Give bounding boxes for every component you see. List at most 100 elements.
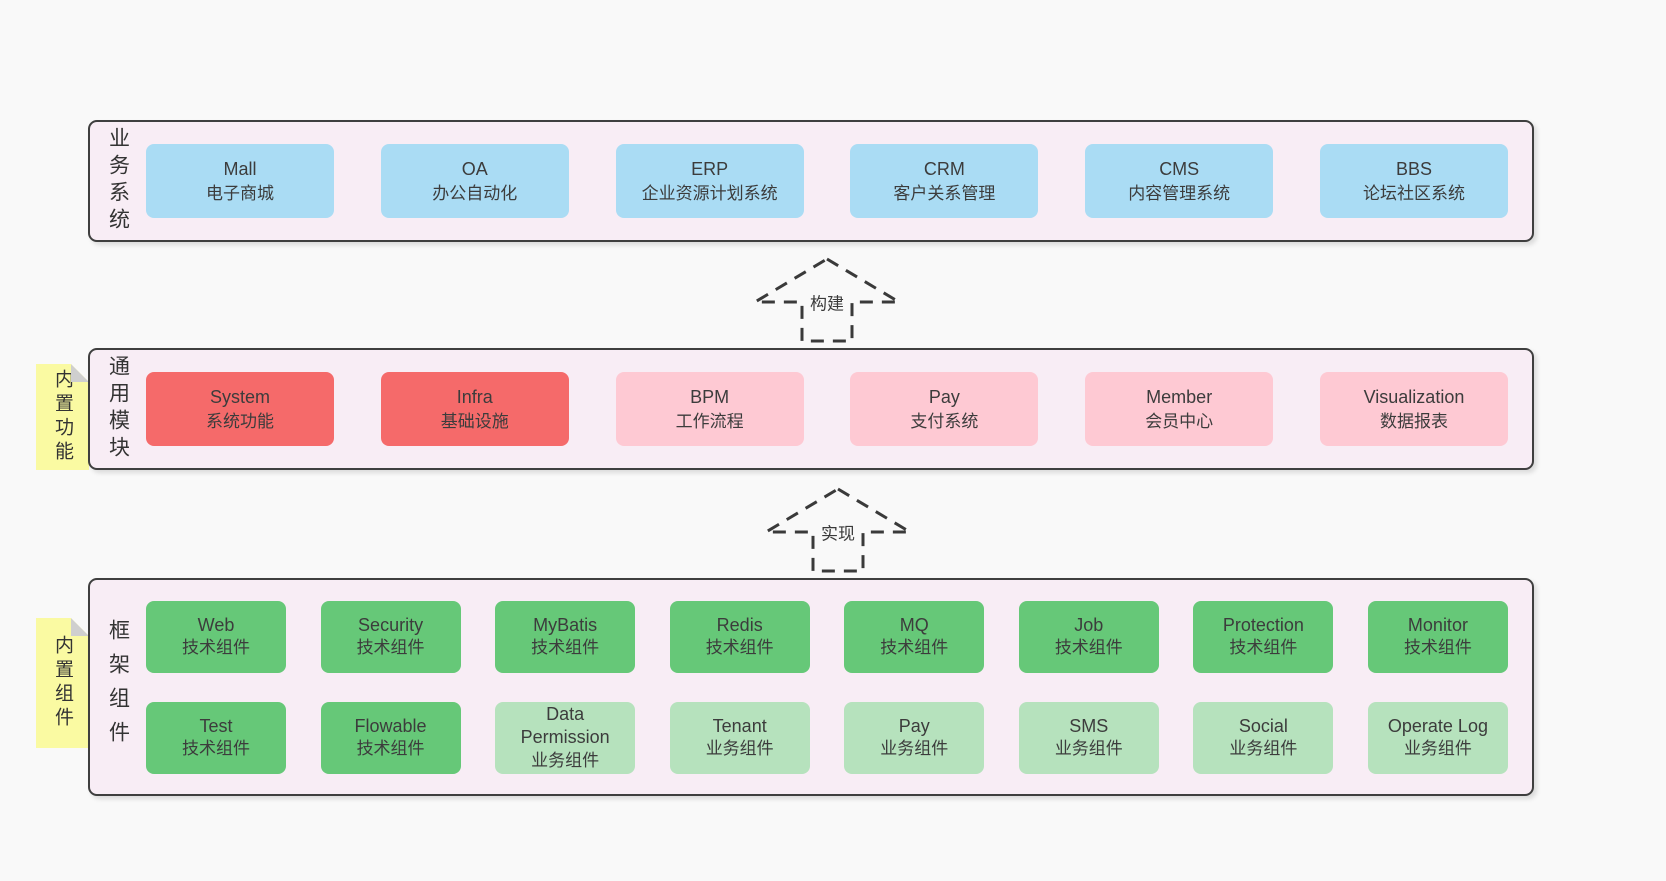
box-title: Social <box>1238 715 1288 736</box>
box-operate-log: Operate Log 业务组件 <box>1367 701 1508 774</box>
box-subtitle: 基础设施 <box>440 411 509 431</box>
box-title: Redis <box>716 614 763 635</box>
box-title: Member <box>1146 386 1213 407</box>
arrow-implement: 实现 <box>763 486 913 574</box>
box-subtitle: 技术组件 <box>531 638 600 658</box>
box-tenant: Tenant 业务组件 <box>669 701 810 774</box>
component-row-1: Web 技术组件 Security 技术组件 MyBatis 技术组件 Redi… <box>146 600 1508 673</box>
box-title: Job <box>1074 614 1104 635</box>
box-mall: Mall 电子商城 <box>146 144 334 218</box>
box-protection: Protection 技术组件 <box>1193 600 1334 673</box>
box-subtitle: 技术组件 <box>705 638 774 658</box>
box-pay-module: Pay 支付系统 <box>850 372 1039 446</box>
business-boxes: Mall 电子商城 OA 办公自动化 ERP 企业资源计划系统 CRM 客户关系… <box>146 122 1532 240</box>
box-title: Pay <box>928 386 960 407</box>
box-title: CRM <box>923 158 965 179</box>
box-subtitle: 业务组件 <box>1054 739 1123 759</box>
box-subtitle: 技术组件 <box>356 739 425 759</box>
box-subtitle: 业务组件 <box>705 739 774 759</box>
panel-title-common-modules: 通用模块 <box>106 355 130 463</box>
arrow-up-icon <box>763 487 913 573</box>
box-subtitle: 业务组件 <box>1403 739 1472 759</box>
box-title: Mall <box>223 158 257 179</box>
panel-title-business-systems: 业务系统 <box>106 127 130 235</box>
box-oa: OA 办公自动化 <box>380 144 569 218</box>
panel-side-label: 框架组件 <box>90 580 146 794</box>
box-data-permission: Data Permission 业务组件 <box>495 701 636 774</box>
box-cms: CMS 内容管理系统 <box>1085 144 1274 218</box>
arrow-up-icon <box>752 257 902 343</box>
box-subtitle: 会员中心 <box>1145 411 1214 431</box>
box-flowable: Flowable 技术组件 <box>320 701 461 774</box>
component-row-2: Test 技术组件 Flowable 技术组件 Data Permission … <box>146 701 1508 774</box>
box-title: Infra <box>456 386 493 407</box>
box-title: Test <box>199 715 233 736</box>
box-security: Security 技术组件 <box>320 600 461 673</box>
box-subtitle: 技术组件 <box>182 739 250 759</box>
arrow-build: 构建 <box>752 256 902 344</box>
box-subtitle: 技术组件 <box>182 638 250 658</box>
box-subtitle: 企业资源计划系统 <box>641 183 778 203</box>
box-subtitle: 系统功能 <box>206 411 274 431</box>
box-system: System 系统功能 <box>146 372 334 446</box>
sticky-note-label: 内置功能 <box>52 369 73 465</box>
box-title: Flowable <box>354 715 427 736</box>
sticky-note-builtin-components: 内置组件 <box>36 618 89 748</box>
box-title: MyBatis <box>533 614 598 635</box>
box-title: Security <box>358 614 424 635</box>
box-crm: CRM 客户关系管理 <box>850 144 1039 218</box>
panel-title-framework-components: 框架组件 <box>106 619 130 755</box>
panel-framework-components: 框架组件 Web 技术组件 Security 技术组件 MyBatis 技术组件… <box>88 578 1534 796</box>
box-redis: Redis 技术组件 <box>669 600 810 673</box>
panel-common-modules: 通用模块 System 系统功能 Infra 基础设施 BPM 工作流程 Pay… <box>88 348 1534 470</box>
box-bpm: BPM 工作流程 <box>615 372 804 446</box>
box-mybatis: MyBatis 技术组件 <box>495 600 636 673</box>
box-social: Social 业务组件 <box>1193 701 1334 774</box>
box-erp: ERP 企业资源计划系统 <box>615 144 804 218</box>
sticky-note-builtin-features: 内置功能 <box>36 364 89 470</box>
box-mq: MQ 技术组件 <box>844 600 985 673</box>
module-boxes: System 系统功能 Infra 基础设施 BPM 工作流程 Pay 支付系统… <box>146 350 1532 468</box>
box-sms: SMS 业务组件 <box>1018 701 1159 774</box>
box-web: Web 技术组件 <box>146 600 286 673</box>
box-subtitle: 支付系统 <box>910 411 979 431</box>
box-title: Web <box>197 614 235 635</box>
box-title: MQ <box>899 614 929 635</box>
box-title: Protection <box>1222 614 1304 635</box>
box-subtitle: 技术组件 <box>1229 638 1298 658</box>
box-title: ERP <box>691 158 729 179</box>
arrow-implement-label: 实现 <box>816 517 860 547</box>
box-monitor: Monitor 技术组件 <box>1367 600 1508 673</box>
arrow-build-label: 构建 <box>805 287 849 317</box>
panel-side-label: 通用模块 <box>90 350 146 468</box>
box-subtitle: 客户关系管理 <box>893 183 996 203</box>
box-visualization: Visualization 数据报表 <box>1319 372 1508 446</box>
box-subtitle: 办公自动化 <box>432 183 518 203</box>
box-test: Test 技术组件 <box>146 701 286 774</box>
box-subtitle: 业务组件 <box>880 739 949 759</box>
box-title: Visualization <box>1363 386 1465 407</box>
box-title: Monitor <box>1407 614 1468 635</box>
box-job: Job 技术组件 <box>1018 600 1159 673</box>
box-subtitle: 数据报表 <box>1379 411 1448 431</box>
box-title: Pay <box>898 715 930 736</box>
box-title: Tenant <box>712 715 767 736</box>
box-pay-component: Pay 业务组件 <box>844 701 985 774</box>
sticky-note-label: 内置组件 <box>52 635 73 731</box>
box-title: System <box>209 386 270 407</box>
box-subtitle: 技术组件 <box>356 638 425 658</box>
box-title: CMS <box>1159 158 1200 179</box>
box-title: BPM <box>690 386 730 407</box>
box-member: Member 会员中心 <box>1085 372 1274 446</box>
box-subtitle: 内容管理系统 <box>1128 183 1231 203</box>
box-subtitle: 业务组件 <box>1229 739 1298 759</box>
box-title: Operate Log <box>1387 715 1488 736</box>
box-subtitle: 技术组件 <box>1054 638 1123 658</box>
box-infra: Infra 基础设施 <box>380 372 569 446</box>
box-subtitle: 工作流程 <box>675 411 744 431</box>
panel-side-label: 业务系统 <box>90 122 146 240</box>
box-subtitle: 电子商城 <box>206 183 274 203</box>
box-subtitle: 业务组件 <box>531 750 600 770</box>
box-title: Data Permission <box>520 704 610 748</box>
box-subtitle: 论坛社区系统 <box>1362 183 1465 203</box>
